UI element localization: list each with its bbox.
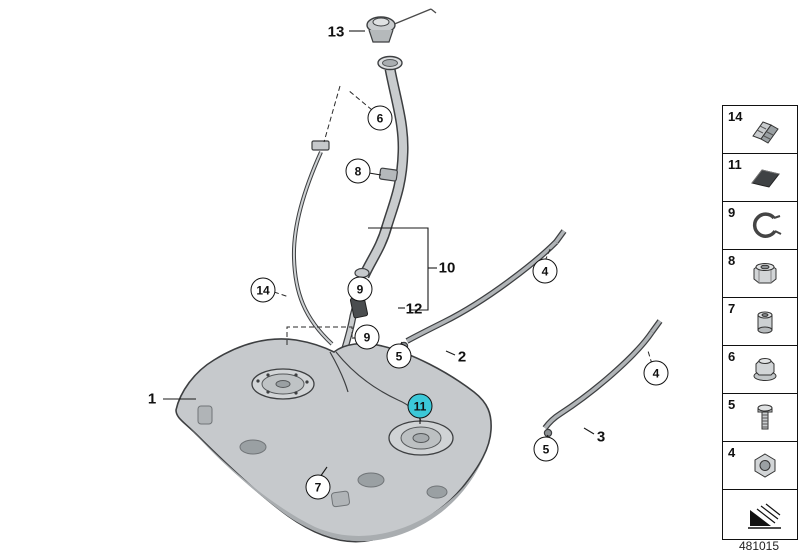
callout-7[interactable]: 7	[305, 474, 331, 500]
legend-item-label: 6	[728, 349, 736, 364]
tension-strap-2-art	[399, 229, 567, 351]
legend-item-9[interactable]: 9	[722, 202, 798, 250]
label-3[interactable]: 3	[596, 428, 606, 446]
breather-hose-art	[291, 140, 334, 346]
callout-14[interactable]: 14	[250, 277, 276, 303]
tension-strap-3-art	[542, 319, 663, 438]
label-2[interactable]: 2	[457, 348, 467, 366]
parts-legend: 14 11 9 8	[722, 105, 798, 540]
leader-lines-dashed	[273, 85, 653, 365]
label-13[interactable]: 13	[327, 23, 345, 41]
legend-item-8[interactable]: 8	[722, 250, 798, 298]
label-12[interactable]: 12	[405, 300, 423, 318]
callout-9-lower[interactable]: 9	[354, 324, 380, 350]
callout-5-strap2[interactable]: 5	[386, 343, 412, 369]
legend-item-5[interactable]: 5	[722, 394, 798, 442]
legend-item-6[interactable]: 6	[722, 346, 798, 394]
callout-5-strap3[interactable]: 5	[533, 436, 559, 462]
legend-item-label: 8	[728, 253, 736, 268]
filler-pipe-art	[341, 55, 409, 350]
legend-item-7[interactable]: 7	[722, 298, 798, 346]
label-1[interactable]: 1	[147, 390, 157, 408]
legend-item-label: 9	[728, 205, 736, 220]
filler-cap-art	[366, 8, 437, 43]
pad-icon	[751, 168, 780, 188]
fuel-tank-art	[175, 338, 492, 543]
screw-icon	[757, 404, 773, 429]
legend-item-label: 5	[728, 397, 736, 412]
legend-item-label: 4	[728, 445, 736, 460]
band-clamp-icon	[752, 211, 782, 238]
clamp-icon	[752, 120, 779, 144]
legend-item-11[interactable]: 11	[722, 154, 798, 202]
direction-arrow-icon	[748, 503, 781, 529]
hex-nut-icon	[754, 452, 776, 478]
callout-4-strap3[interactable]: 4	[643, 360, 669, 386]
legend-item-4[interactable]: 4	[722, 442, 798, 490]
legend-item-label: 7	[728, 301, 736, 316]
callout-4-strap2[interactable]: 4	[532, 258, 558, 284]
callout-11-highlighted[interactable]: 11	[407, 393, 433, 419]
legend-item-14[interactable]: 14	[722, 105, 798, 154]
flange-nut-icon	[753, 357, 777, 381]
label-10[interactable]: 10	[438, 259, 456, 277]
callout-6[interactable]: 6	[367, 105, 393, 131]
legend-item-label: 11	[728, 157, 742, 172]
bushing-icon	[757, 311, 773, 333]
plastic-nut-icon	[753, 262, 777, 283]
diagram-part-number: 481015	[738, 539, 780, 553]
callout-8[interactable]: 8	[345, 158, 371, 184]
legend-item-label: 14	[728, 109, 743, 124]
callout-9-upper[interactable]: 9	[347, 276, 373, 302]
legend-direction-cell[interactable]	[722, 490, 798, 540]
